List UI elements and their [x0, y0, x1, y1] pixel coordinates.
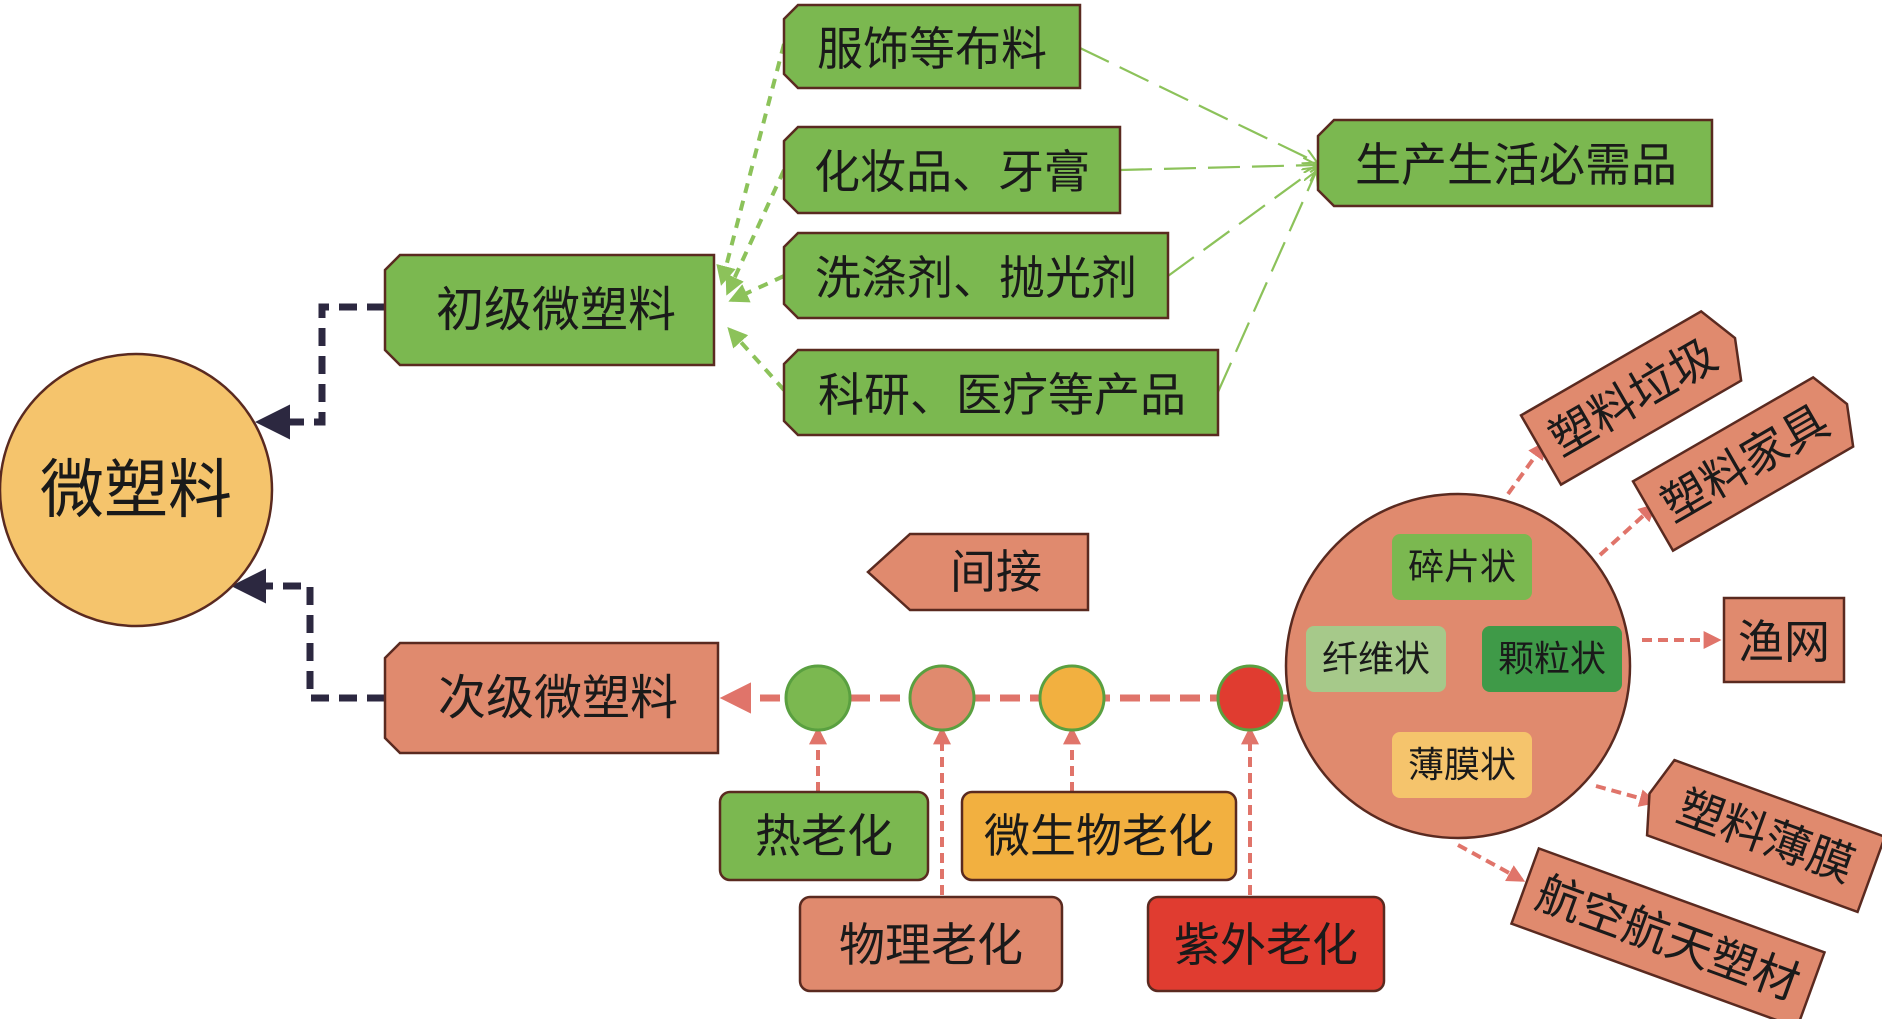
source-links [716, 43, 786, 392]
form-film-label: 薄膜状 [1408, 745, 1516, 786]
source-medical: 科研、医疗等产品 [782, 348, 1220, 437]
indirect-node: 间接 [866, 532, 1090, 612]
medical-to-necessity-line [1216, 172, 1316, 393]
center-links [231, 303, 385, 702]
product-fishnet: 渔网 [1722, 596, 1846, 684]
fabric-to-primary-arrow [716, 43, 786, 286]
secondary-node: 次级微塑料 [383, 641, 720, 755]
cosmetics-to-primary-arrow [725, 169, 786, 296]
primary-label: 初级微塑料 [436, 282, 676, 338]
aging-uv-label: 紫外老化 [1174, 918, 1358, 972]
primary-to-center-arrow [255, 303, 385, 440]
microbial-dot [1038, 664, 1106, 732]
thermal-dot [784, 664, 852, 732]
to-film-arrow [1595, 784, 1658, 807]
product-links [1457, 441, 1722, 882]
aging-microbial-label: 微生物老化 [984, 809, 1214, 863]
form-fiber-box [1306, 626, 1446, 692]
aging-uv: 紫外老化 [1146, 895, 1386, 993]
form-fragment-box [1392, 534, 1532, 600]
uv-dot [1216, 664, 1284, 732]
necessity-links [1079, 47, 1316, 393]
indirect-label: 间接 [950, 545, 1042, 599]
source-cosmetics: 化妆品、牙膏 [782, 125, 1122, 215]
chain-nodes [784, 664, 1284, 732]
aging-thermal: 热老化 [718, 790, 930, 882]
secondary-to-center-arrow [231, 568, 385, 702]
source-detergent-label: 洗涤剂、抛光剂 [815, 251, 1137, 305]
to-waste-arrow [1506, 441, 1547, 496]
product-fishnet-label: 渔网 [1738, 615, 1830, 669]
detergent-to-necessity-line [1167, 168, 1316, 277]
to-aerospace-arrow [1457, 843, 1526, 882]
necessity-label: 生产生活必需品 [1355, 138, 1677, 192]
medical-to-primary-arrow [727, 327, 786, 392]
source-detergent: 洗涤剂、抛光剂 [782, 231, 1170, 320]
source-medical-label: 科研、医疗等产品 [818, 368, 1186, 422]
to-furniture-arrow [1598, 503, 1657, 557]
aging-thermal-label: 热老化 [755, 809, 893, 863]
center-node: 微塑料 [0, 352, 274, 628]
source-fabric-label: 服饰等布料 [817, 22, 1047, 76]
aging-microbial: 微生物老化 [960, 790, 1238, 882]
form-fragment-label: 碎片状 [1408, 547, 1516, 588]
cosmetics-to-necessity-line [1119, 165, 1316, 170]
form-film-box [1392, 732, 1532, 798]
physical-dot [908, 664, 976, 732]
form-granule-label: 颗粒状 [1498, 639, 1606, 680]
form-fiber-label: 纤维状 [1322, 639, 1430, 680]
secondary-label: 次级微塑料 [438, 670, 678, 726]
product-film: 塑料薄膜 [1645, 758, 1882, 914]
source-fabric: 服饰等布料 [782, 3, 1082, 90]
source-cosmetics-label: 化妆品、牙膏 [814, 145, 1090, 199]
forms-circle: 碎片状 纤维状 颗粒状 薄膜状 [1284, 492, 1632, 840]
aging-physical-label: 物理老化 [839, 918, 1023, 972]
aging-physical: 物理老化 [798, 895, 1064, 993]
center-label: 微塑料 [40, 454, 232, 528]
detergent-to-primary-arrow [728, 274, 785, 303]
necessity-node: 生产生活必需品 [1316, 118, 1714, 208]
form-granule-box [1482, 626, 1622, 692]
primary-node: 初级微塑料 [383, 253, 716, 367]
